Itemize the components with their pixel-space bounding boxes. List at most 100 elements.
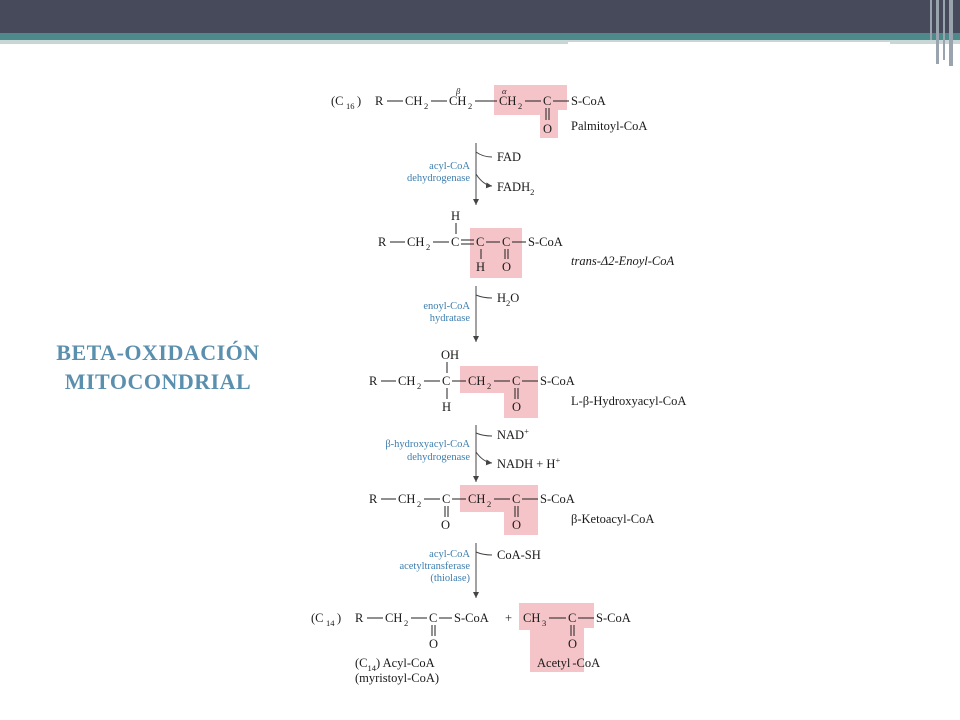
- svg-text:3: 3: [542, 618, 546, 628]
- svg-text:C: C: [476, 235, 484, 249]
- svg-text:O: O: [512, 400, 521, 414]
- enzyme-label: hydratase: [430, 313, 471, 324]
- svg-text:+: +: [505, 611, 512, 625]
- svg-text:2: 2: [417, 499, 421, 509]
- enzyme-label: dehydrogenase: [407, 452, 470, 463]
- svg-text:C: C: [429, 611, 437, 625]
- accent-bar: [0, 33, 960, 40]
- svg-text:O: O: [429, 637, 438, 651]
- corner-decoration: [930, 0, 932, 40]
- svg-text:O: O: [441, 518, 450, 532]
- reagent-label: FADH2: [497, 180, 534, 197]
- svg-text:C: C: [512, 374, 520, 388]
- svg-text:C: C: [543, 94, 551, 108]
- product-label-myristoyl: (myristoyl-CoA): [355, 671, 439, 685]
- enzyme-label: acyl-CoA: [429, 161, 470, 172]
- compound-label: L-β-Hydroxyacyl-CoA: [571, 394, 686, 408]
- compound-label: trans-Δ2-Enoyl-CoA: [571, 254, 675, 268]
- svg-text:2: 2: [487, 499, 491, 509]
- header-decoration: [568, 42, 890, 49]
- reagent-label: H2O: [497, 291, 519, 308]
- svg-text:H: H: [442, 400, 451, 414]
- svg-text:H: H: [476, 260, 485, 274]
- reagent-label: NAD+: [497, 426, 529, 442]
- svg-text:H: H: [451, 209, 460, 223]
- svg-text:C: C: [512, 492, 520, 506]
- compound-label: β-Ketoacyl-CoA: [571, 512, 654, 526]
- svg-text:CH: CH: [523, 611, 540, 625]
- svg-text:CH: CH: [407, 235, 424, 249]
- enzyme-label: enoyl-CoA: [423, 301, 470, 312]
- reagent-label: NADH + H+: [497, 455, 560, 471]
- svg-text:R: R: [369, 374, 378, 388]
- svg-text:O: O: [543, 122, 552, 136]
- header-decoration: [570, 55, 882, 58]
- enzyme-label: β-hydroxyacyl-CoA: [385, 439, 470, 450]
- svg-text:O: O: [502, 260, 511, 274]
- product-label-acetyl-coa: Acetyl-CoA: [537, 656, 600, 670]
- reagent-curve: [475, 151, 493, 158]
- reagent-curve: [475, 173, 493, 189]
- reagent-curve: [475, 551, 493, 556]
- svg-text:S-CoA: S-CoA: [596, 611, 631, 625]
- svg-text:S-CoA: S-CoA: [454, 611, 489, 625]
- corner-decoration: [936, 0, 939, 64]
- svg-text:2: 2: [518, 101, 522, 111]
- enzyme-label: (thiolase): [430, 573, 470, 584]
- accent-band: [0, 40, 960, 44]
- svg-text:16: 16: [346, 101, 355, 111]
- svg-text:C: C: [442, 492, 450, 506]
- svg-text:R: R: [369, 492, 378, 506]
- svg-text:(C: (C: [311, 611, 324, 625]
- svg-text:2: 2: [404, 618, 408, 628]
- svg-text:14: 14: [326, 618, 335, 628]
- reagent-curve: [475, 432, 493, 437]
- svg-text:CH: CH: [449, 94, 466, 108]
- reagent-curve: [475, 294, 493, 299]
- svg-text:R: R: [375, 94, 384, 108]
- svg-text:O: O: [512, 518, 521, 532]
- title-line-2: MITOCONDRIAL: [64, 369, 252, 394]
- svg-text:S-CoA: S-CoA: [571, 94, 606, 108]
- svg-text:C: C: [568, 611, 576, 625]
- svg-text:R: R: [355, 611, 364, 625]
- svg-text:): ): [337, 611, 341, 625]
- svg-text:CH: CH: [405, 94, 422, 108]
- svg-text:C: C: [442, 374, 450, 388]
- enzyme-label: acyl-CoA: [429, 549, 470, 560]
- svg-text:CH: CH: [499, 94, 516, 108]
- compound-label: Palmitoyl-CoA: [571, 119, 647, 133]
- svg-text:CH: CH: [398, 374, 415, 388]
- svg-text:CH: CH: [398, 492, 415, 506]
- svg-text:CH: CH: [385, 611, 402, 625]
- title-line-1: BETA-OXIDACIÓN: [56, 340, 260, 365]
- slide-title: BETA-OXIDACIÓN MITOCONDRIAL: [22, 338, 294, 396]
- header-bar: [0, 0, 960, 33]
- svg-text:2: 2: [426, 242, 430, 252]
- svg-text:2: 2: [417, 381, 421, 391]
- svg-text:2: 2: [487, 381, 491, 391]
- svg-text:S-CoA: S-CoA: [540, 374, 575, 388]
- reagent-label: FAD: [497, 150, 521, 164]
- svg-text:α: α: [502, 86, 507, 96]
- svg-text:CH: CH: [468, 492, 485, 506]
- svg-text:OH: OH: [441, 348, 459, 362]
- svg-text:CH: CH: [468, 374, 485, 388]
- enzyme-label: acetyltransferase: [399, 561, 470, 572]
- svg-text:β: β: [455, 86, 461, 96]
- svg-text:): ): [357, 94, 361, 108]
- svg-text:2: 2: [424, 101, 428, 111]
- svg-text:(C: (C: [331, 94, 344, 108]
- svg-text:C: C: [451, 235, 459, 249]
- svg-text:S-CoA: S-CoA: [528, 235, 563, 249]
- reagent-label: CoA-SH: [497, 548, 541, 562]
- header-decoration: [575, 62, 775, 65]
- svg-text:S-CoA: S-CoA: [540, 492, 575, 506]
- svg-text:C: C: [502, 235, 510, 249]
- enzyme-label: dehydrogenase: [407, 173, 470, 184]
